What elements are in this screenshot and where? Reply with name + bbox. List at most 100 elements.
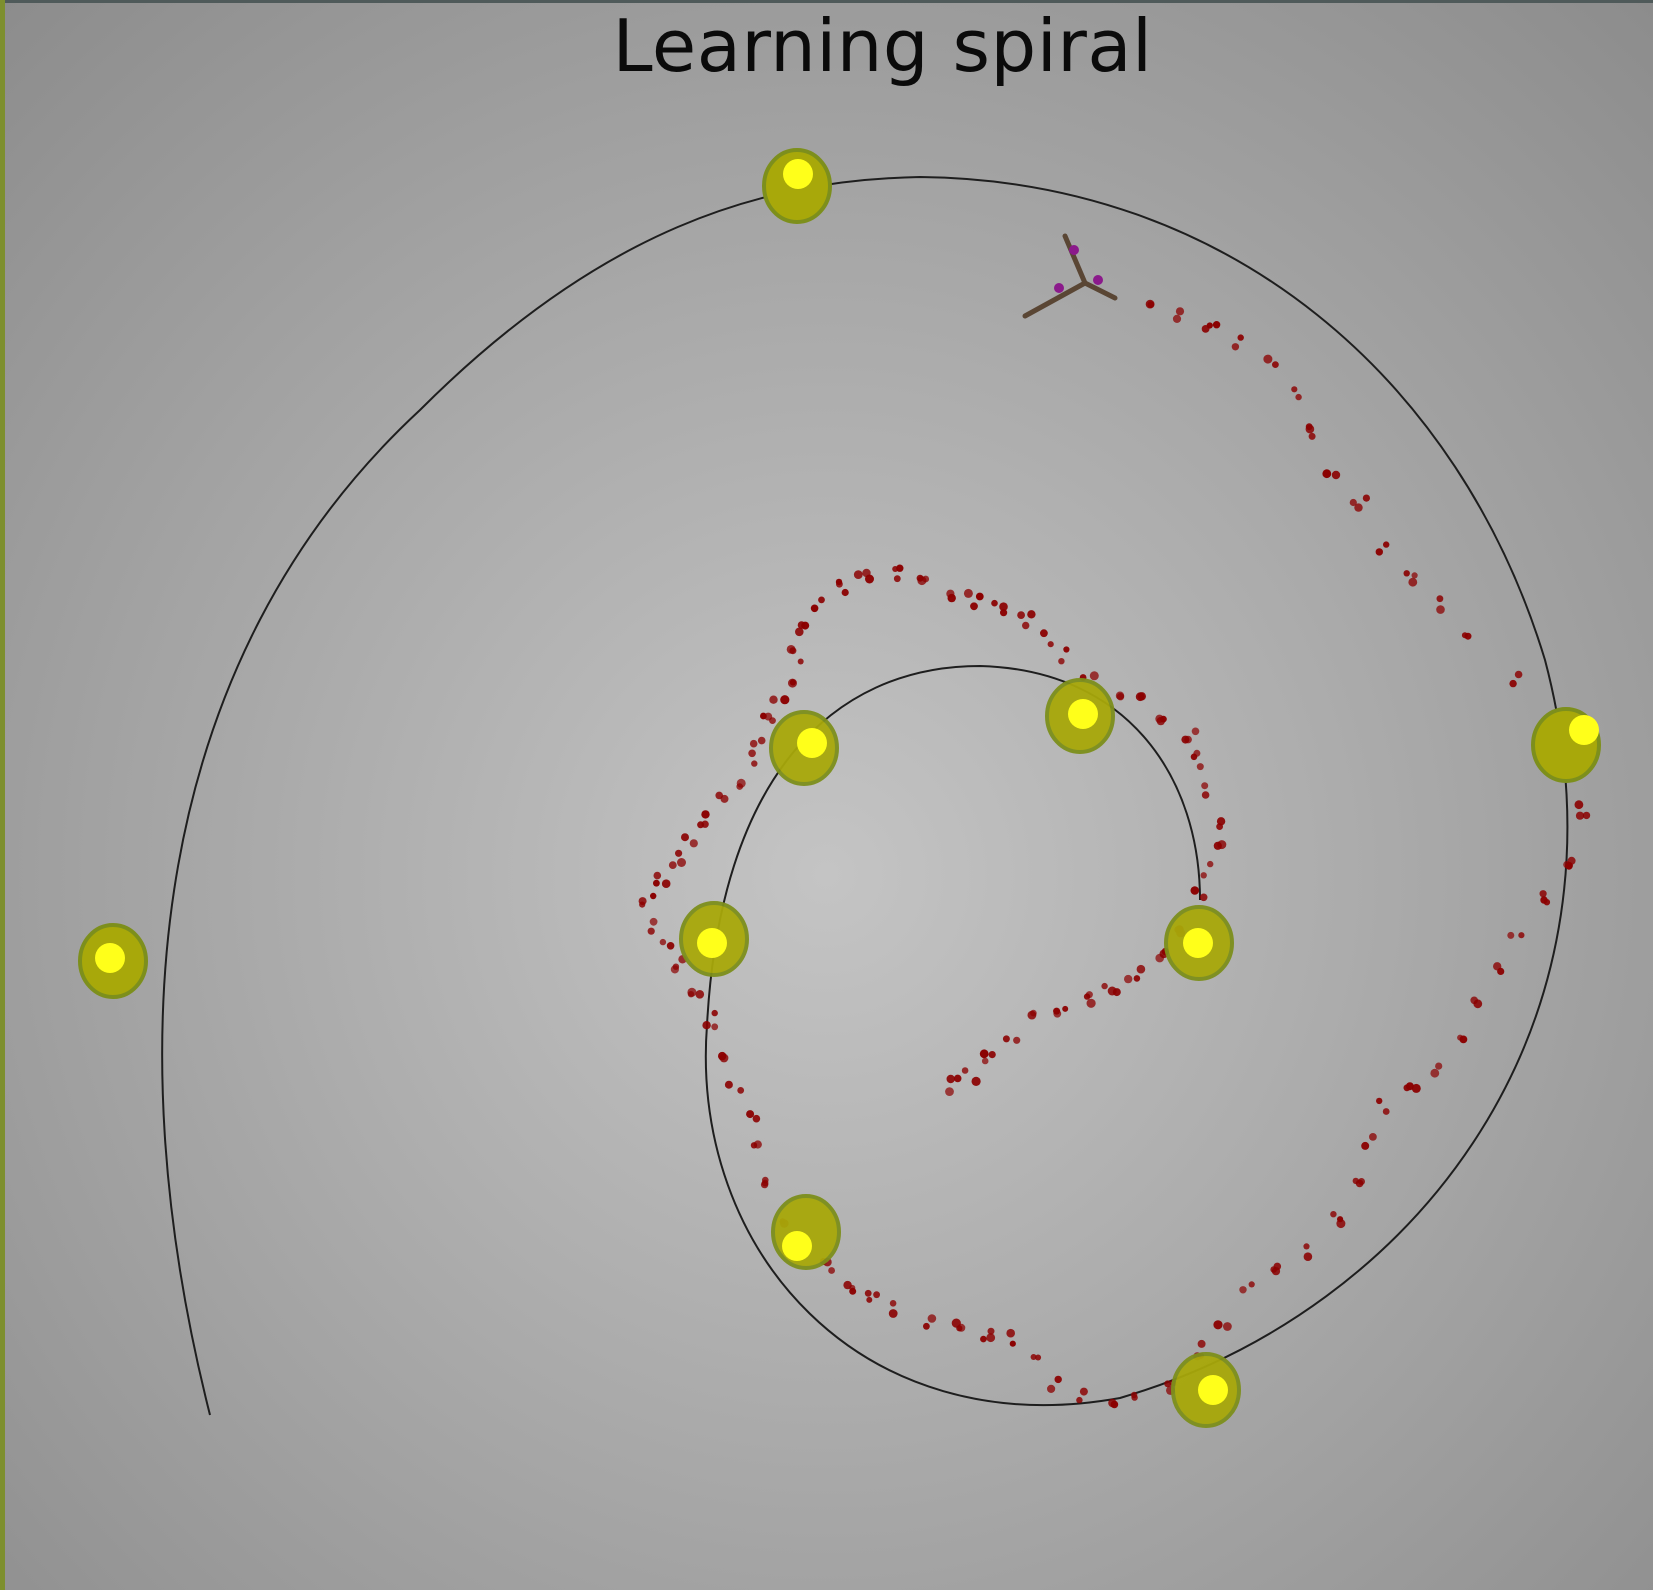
trail-dot [836, 580, 843, 588]
trail-dot [1322, 469, 1332, 479]
trail-dot [1383, 541, 1390, 548]
trail-dot [1369, 1133, 1377, 1141]
trail-dot [999, 602, 1008, 611]
trail-dot [650, 892, 657, 900]
trail-dot [927, 1314, 937, 1323]
trail-dot [668, 861, 677, 869]
trail-dot [1089, 671, 1099, 681]
trail-dot [675, 849, 683, 857]
trail-dot [1514, 670, 1523, 679]
trail-dot [1436, 605, 1445, 614]
trail-dot [975, 592, 984, 601]
agent[interactable] [1022, 233, 1118, 319]
trail-dot [991, 599, 998, 607]
trail-dot [1196, 763, 1204, 771]
trail-dot [653, 879, 660, 887]
trail-dot [748, 749, 756, 758]
trail-dot [1207, 860, 1214, 868]
trail-dot [865, 574, 874, 584]
goal-core [1183, 928, 1213, 958]
trail-dot [1047, 1384, 1056, 1393]
trail-dot [1212, 321, 1221, 329]
trail-dot [1497, 967, 1505, 976]
top-border [0, 0, 1653, 3]
trail-dot [1108, 1398, 1117, 1408]
trail-dot [1197, 1339, 1206, 1348]
trail-dot [1305, 423, 1313, 431]
trail-dot [1181, 735, 1190, 744]
trail-dot [1295, 393, 1302, 401]
trail-dot [1200, 872, 1207, 879]
trail-dot [1124, 974, 1133, 984]
trail-dot [1076, 1396, 1083, 1404]
trail-dot [828, 1267, 835, 1274]
agent-joint [1069, 245, 1079, 255]
trail-dot [946, 1074, 955, 1084]
goal-core [1569, 715, 1599, 745]
trail-dot [1291, 386, 1298, 393]
trail-dot [702, 1020, 711, 1030]
trail-dot [1303, 1243, 1310, 1250]
trail-dot [746, 1110, 755, 1119]
goal-right-icon [1531, 707, 1601, 783]
trail-dot [951, 1318, 961, 1328]
trail-dot [1030, 1354, 1037, 1360]
trail-dot [1403, 570, 1410, 577]
trail-dot [963, 588, 973, 598]
trail-dot [1543, 899, 1551, 906]
trail-dot [1459, 1035, 1468, 1044]
trail-dot [672, 963, 680, 970]
trail-dot [1375, 548, 1384, 556]
trail-dot [1101, 982, 1108, 990]
goal-core [1198, 1375, 1228, 1405]
trail-dot [1361, 1141, 1370, 1150]
trail-dot [1518, 932, 1525, 939]
trail-dot [1190, 886, 1200, 895]
trail-dot [1435, 1062, 1443, 1070]
trail-dot [795, 627, 804, 637]
trail-dot [945, 1087, 954, 1096]
trail-dot [1216, 823, 1223, 830]
goal-core [95, 943, 125, 973]
trail-dot [1272, 361, 1279, 368]
trail-dot [1053, 1007, 1061, 1015]
trail-dot [1115, 691, 1125, 700]
trail-dot [1507, 931, 1515, 939]
trail-dot [1079, 1387, 1088, 1396]
trail-dot [1002, 1035, 1010, 1043]
trail-dot [986, 1333, 996, 1343]
trail-dot [889, 1300, 897, 1307]
trail-dot [1411, 1083, 1421, 1093]
trail-dot [715, 791, 723, 800]
trail-dot [1539, 890, 1547, 898]
trail-dot [1175, 307, 1185, 316]
trail-dot [1085, 991, 1093, 999]
trail-dot [789, 647, 797, 655]
goal-core [783, 159, 813, 189]
trail-dot [1567, 856, 1576, 865]
trail-dot [1271, 1267, 1281, 1276]
trail-dot [659, 938, 667, 946]
trail-dot [1436, 595, 1444, 603]
trail-dot [751, 760, 758, 767]
goal-left-icon [78, 923, 148, 999]
trail-dot [1191, 727, 1200, 736]
agent-leg [1062, 233, 1088, 286]
trail-dot [681, 833, 689, 842]
trail-dot [1063, 646, 1070, 653]
trail-dot [988, 1051, 996, 1059]
trail-dot [810, 604, 819, 613]
left-border [0, 0, 5, 1590]
trail-dot [981, 1057, 989, 1065]
trail-dot [653, 871, 662, 880]
trail-dot [701, 810, 710, 819]
trail-dot [1355, 1179, 1364, 1188]
trail-dot [1054, 1375, 1062, 1384]
trail-dot [818, 596, 825, 604]
trail-dot [801, 621, 810, 630]
spiral-path [161, 175, 1569, 1416]
trail-dot [1376, 1097, 1383, 1105]
trail-dot [961, 1067, 969, 1074]
trail-dot [853, 570, 863, 579]
goal-inner-right-icon [1164, 905, 1234, 981]
